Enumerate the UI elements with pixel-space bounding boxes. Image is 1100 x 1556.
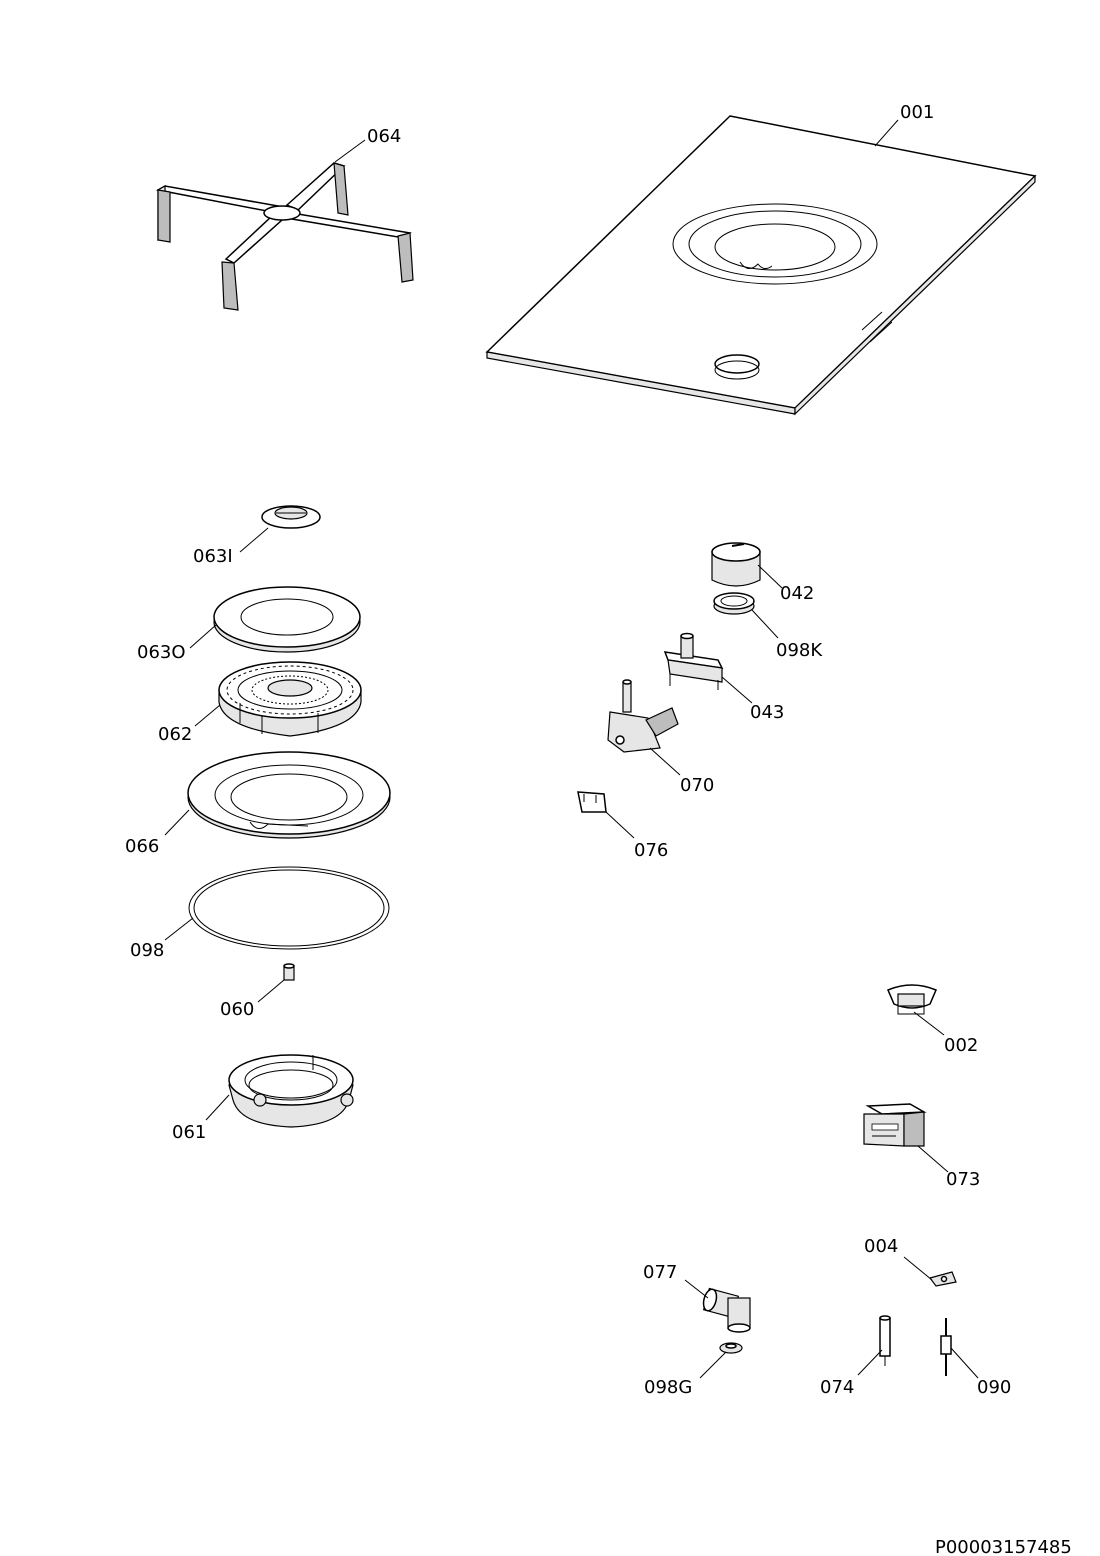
label-004: 004	[864, 1236, 898, 1257]
label-060: 060	[220, 999, 254, 1020]
label-043: 043	[750, 702, 784, 723]
part-043-knob-bracket[interactable]	[663, 632, 724, 691]
leader-098K	[751, 609, 779, 639]
label-073: 073	[946, 1169, 980, 1190]
leader-043	[721, 676, 753, 704]
label-062: 062	[158, 724, 192, 745]
label-002: 002	[944, 1035, 978, 1056]
leader-002	[913, 1011, 945, 1036]
part-073-ignition-generator[interactable]	[863, 1103, 927, 1147]
label-076: 076	[634, 840, 668, 861]
leader-042	[757, 564, 783, 589]
part-066-base-ring[interactable]	[187, 751, 391, 839]
leader-070	[649, 747, 681, 776]
document-id: P00003157485	[935, 1537, 1072, 1556]
part-064-pan-support[interactable]	[155, 162, 414, 311]
part-063O-outer-cap[interactable]	[213, 586, 361, 653]
leader-066	[164, 809, 190, 836]
leader-061	[205, 1094, 230, 1121]
part-076-clip[interactable]	[577, 791, 607, 813]
leader-063I	[239, 527, 269, 553]
part-077-elbow-connector[interactable]	[701, 1287, 751, 1333]
part-098K-knob-seal[interactable]	[713, 592, 755, 615]
part-004-clip[interactable]	[928, 1271, 957, 1287]
label-098K: 098K	[776, 640, 823, 661]
part-098-gasket[interactable]	[188, 866, 390, 950]
part-063I-inner-cap[interactable]	[261, 505, 321, 529]
leader-001	[874, 119, 899, 147]
leader-077	[684, 1279, 709, 1299]
leader-076	[605, 811, 635, 839]
part-060-injector[interactable]	[283, 963, 295, 981]
part-074-electrode[interactable]	[879, 1315, 891, 1366]
leader-074	[857, 1349, 883, 1376]
label-090: 090	[977, 1377, 1011, 1398]
part-098G-seal-washer[interactable]	[719, 1342, 743, 1354]
label-077: 077	[643, 1262, 677, 1283]
leader-004	[903, 1256, 933, 1281]
part-002-ignition-switch[interactable]	[887, 984, 937, 1015]
leader-062	[194, 704, 221, 727]
part-061-burner-cup[interactable]	[228, 1054, 354, 1128]
label-001: 001	[900, 102, 934, 123]
label-064: 064	[367, 126, 401, 147]
leader-064	[334, 139, 366, 163]
label-066: 066	[125, 836, 159, 857]
leader-090	[950, 1347, 979, 1379]
label-063O: 063O	[137, 642, 186, 663]
leader-098	[164, 917, 194, 941]
leader-060	[257, 979, 285, 1003]
label-070: 070	[680, 775, 714, 796]
part-042-control-knob[interactable]	[711, 542, 761, 587]
part-062-burner-crown[interactable]	[218, 661, 362, 737]
label-061: 061	[172, 1122, 206, 1143]
part-090-thermocouple[interactable]	[940, 1318, 952, 1376]
label-063I: 063I	[193, 546, 233, 567]
part-001-glass-top[interactable]	[485, 115, 1037, 416]
label-098G: 098G	[644, 1377, 692, 1398]
leader-063O	[189, 624, 217, 649]
leader-073	[917, 1145, 949, 1173]
leader-098G	[699, 1351, 727, 1379]
label-042: 042	[780, 583, 814, 604]
label-074: 074	[820, 1377, 854, 1398]
label-098: 098	[130, 940, 164, 961]
part-070-gas-tap[interactable]	[607, 679, 679, 753]
